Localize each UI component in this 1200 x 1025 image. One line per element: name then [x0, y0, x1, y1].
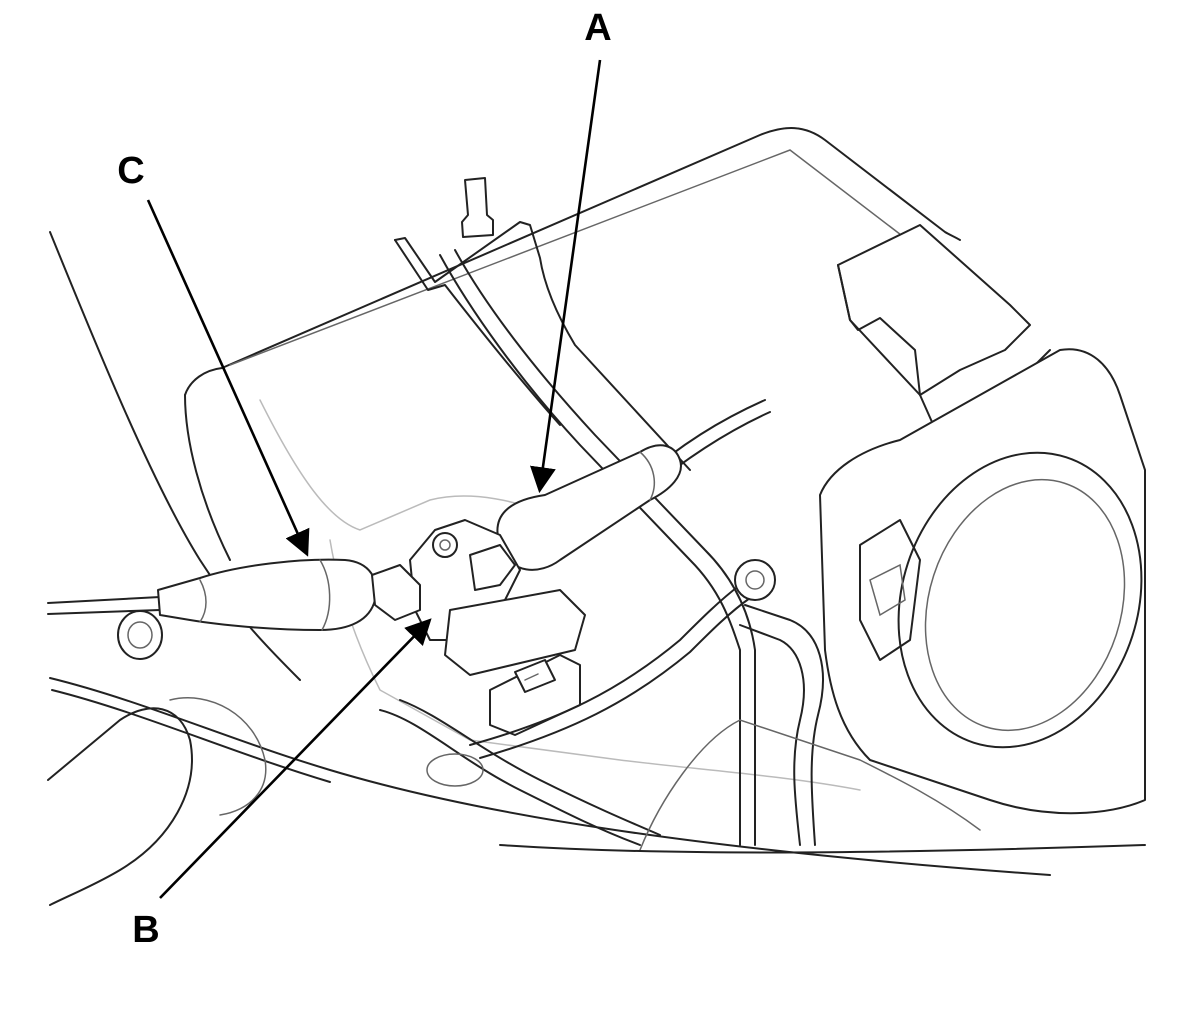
throttle-bore-inner [924, 478, 1126, 732]
fender-edge [49, 231, 301, 681]
callout-a-label: A [584, 7, 611, 49]
lower-bracket [47, 707, 193, 906]
harness-main [379, 709, 641, 846]
terminal-clamp [469, 544, 516, 591]
rod-bracket-edge [394, 239, 561, 426]
housing-top-step [229, 149, 906, 366]
callout-b-label: B [132, 909, 159, 951]
relay-box [837, 224, 1031, 396]
rod-bracket [394, 221, 691, 471]
fender-inner-lip [51, 689, 331, 783]
rod [439, 254, 741, 846]
rod-edge [454, 249, 756, 846]
terminal-bolt [432, 532, 458, 558]
housing-outline [184, 127, 961, 396]
harness-ground-2 [479, 597, 751, 759]
leader-a [530, 59, 602, 494]
cable-c-wire [47, 596, 161, 604]
ground-eyelet-inner [745, 570, 765, 590]
lower-mount [426, 753, 484, 787]
pipe-2 [744, 604, 824, 846]
harness-main-2 [399, 699, 661, 836]
cable-c-boot-ring [319, 559, 331, 631]
lower-bracket-inner [169, 697, 267, 816]
cable-a-boot [496, 444, 682, 571]
bracket-hole-inner [127, 621, 153, 649]
throttle-bracket-inner [869, 563, 906, 617]
leader-c [146, 199, 310, 557]
terminal-bolt-inner [439, 539, 451, 551]
connector-tab [524, 673, 539, 681]
terminal-cover [444, 589, 586, 676]
cable-c-lug [371, 564, 421, 621]
relay-box-edge [837, 264, 921, 396]
cable-a-boot-ring [639, 451, 656, 501]
callout-c-label: C [117, 150, 144, 192]
bracket-hole [117, 610, 163, 660]
ground-eyelet [734, 559, 776, 601]
throttle-bracket [859, 519, 921, 661]
stud [461, 177, 494, 238]
cable-c-boot-ring-2 [199, 579, 207, 623]
leader-b [159, 618, 432, 899]
lower-component [639, 719, 981, 851]
housing-front [184, 394, 231, 561]
cable-c-boot [157, 558, 378, 631]
bottom-edge [499, 844, 1146, 854]
pipe [739, 624, 805, 846]
cable-c-wire-2 [47, 609, 161, 615]
harness-ground [469, 584, 741, 746]
